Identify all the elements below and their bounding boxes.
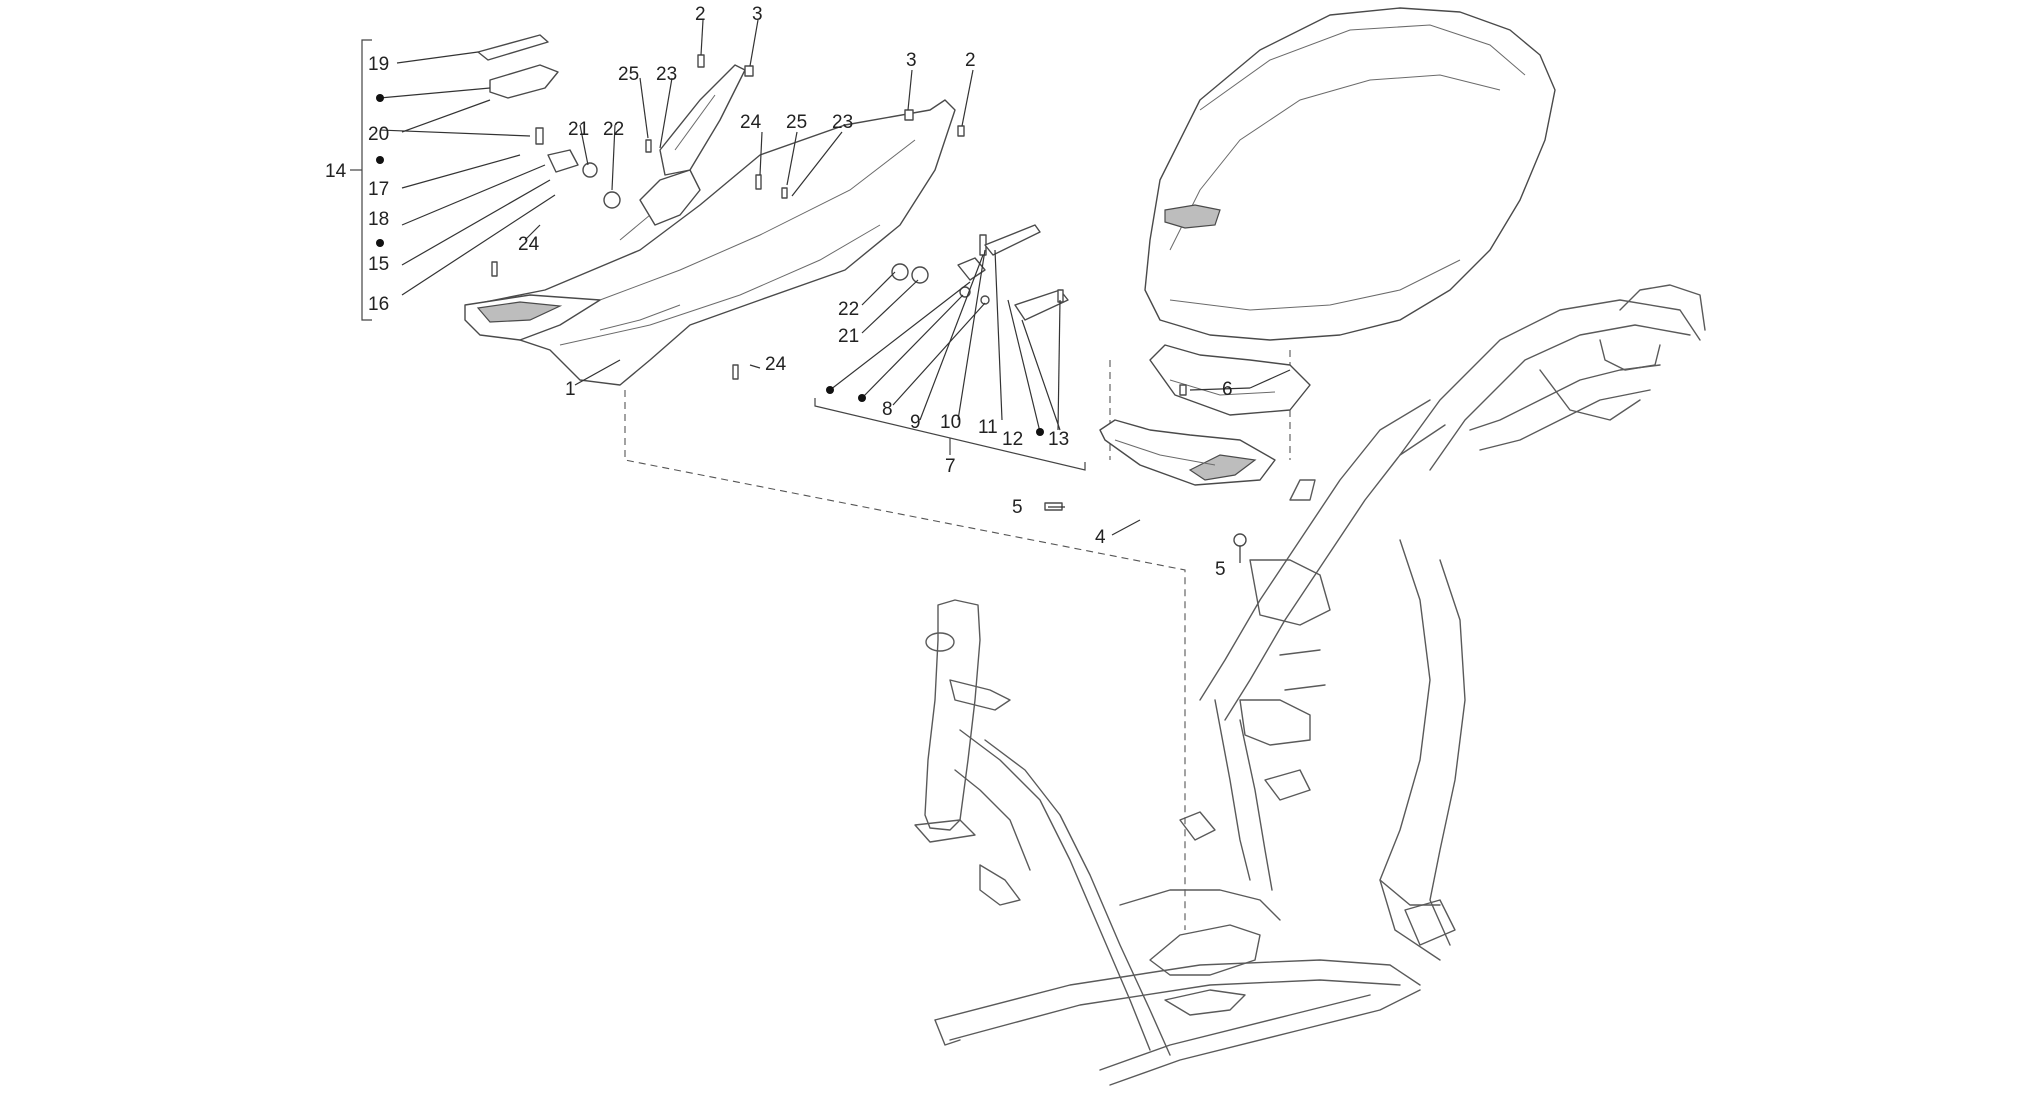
- label-part-24-bottom: 24: [765, 354, 787, 375]
- label-part-3-right: 3: [906, 50, 917, 71]
- label-part-12: 12: [1002, 429, 1023, 450]
- label-part-1: 1: [565, 379, 576, 400]
- leg-shield-part: [1144, 7, 1556, 416]
- leader-lines: [379, 19, 1291, 563]
- label-part-5-right: 5: [1215, 559, 1226, 580]
- label-part-24-middle: 24: [740, 112, 762, 133]
- label-part-23-right: 23: [832, 112, 853, 133]
- label-part-18: 18: [368, 209, 389, 230]
- label-part-11: 11: [978, 417, 998, 438]
- label-part-19: 19: [368, 54, 389, 75]
- label-part-25-right: 25: [786, 112, 807, 133]
- label-part-21-right: 21: [838, 326, 859, 347]
- label-part-17: 17: [368, 179, 389, 200]
- label-part-16: 16: [368, 294, 389, 315]
- label-part-21-left: 21: [568, 119, 589, 140]
- label-part-15: 15: [368, 254, 389, 275]
- kit-14-bracket: [350, 39, 372, 321]
- label-part-24-left: 24: [518, 234, 540, 255]
- front-lower-shield-part: [1099, 419, 1276, 486]
- small-parts: [477, 34, 1247, 547]
- label-part-10: 10: [940, 412, 961, 433]
- label-part-4: 4: [1095, 527, 1106, 548]
- floorboard-part: [464, 64, 956, 386]
- label-part-13: 13: [1048, 429, 1069, 450]
- label-part-3-left: 3: [752, 4, 763, 25]
- label-part-20: 20: [368, 124, 389, 145]
- kit-bullet-dots: [376, 94, 1044, 436]
- label-part-2-left: 2: [695, 4, 706, 25]
- label-part-14: 14: [325, 161, 347, 182]
- kit-7-bracket: [814, 398, 1086, 471]
- label-part-25-left: 25: [618, 64, 639, 85]
- label-part-2-right: 2: [965, 50, 976, 71]
- label-part-5-left: 5: [1012, 497, 1023, 518]
- label-part-7: 7: [945, 456, 956, 477]
- label-part-22-left: 22: [603, 119, 624, 140]
- label-part-22-right: 22: [838, 299, 859, 320]
- label-part-8: 8: [882, 399, 893, 420]
- label-part-23-left: 23: [656, 64, 677, 85]
- label-part-6: 6: [1222, 379, 1233, 400]
- scooter-frame: [914, 284, 1706, 1086]
- label-part-9: 9: [910, 412, 921, 433]
- part-number-labels: 19 20 17 18 15 16 14 21 22 24 1 24 25 23…: [325, 4, 1233, 580]
